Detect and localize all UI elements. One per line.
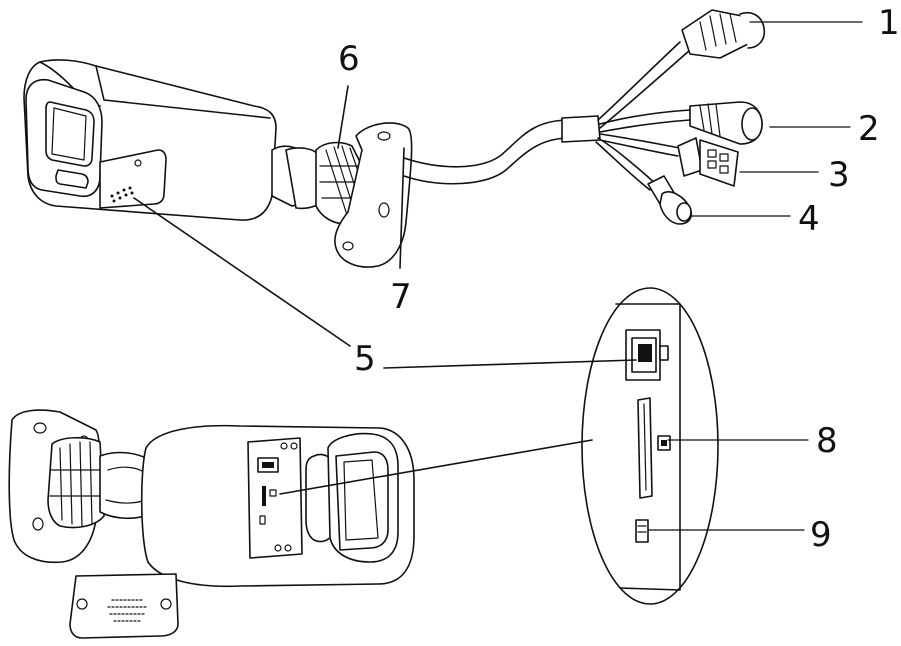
speaker-grill <box>110 159 142 203</box>
callout-1: 1 <box>878 3 900 43</box>
bullet-camera-front-view <box>23 59 413 268</box>
callout-4: 4 <box>798 199 820 239</box>
leader-line-7 <box>399 147 405 269</box>
callout-6: 6 <box>338 39 360 79</box>
network-connector <box>681 9 766 59</box>
terminal-block-connector <box>677 137 739 187</box>
callout-8: 8 <box>816 421 838 461</box>
callout-3: 3 <box>828 155 850 195</box>
power-connector <box>689 101 763 145</box>
leader-line-5b <box>383 359 637 369</box>
cable-harness <box>403 9 766 225</box>
callout-7: 7 <box>390 277 412 317</box>
leader-line-6 <box>337 85 349 149</box>
memory-card-slot <box>637 397 653 499</box>
zoom-detail-panel <box>581 287 719 605</box>
callout-5: 5 <box>354 339 376 379</box>
mounting-base <box>334 122 413 268</box>
detached-cover <box>69 573 179 639</box>
leader-line-5a <box>133 197 351 347</box>
bullet-camera-underside-view <box>8 409 415 588</box>
callout-2: 2 <box>858 109 880 149</box>
network-port <box>625 329 669 381</box>
audio-connector <box>647 175 693 225</box>
callout-9: 9 <box>810 515 832 555</box>
callout-labels: 1 2 3 4 5 6 7 8 9 <box>338 3 900 555</box>
leader-lines <box>133 21 863 531</box>
switch-component <box>635 519 649 543</box>
zoom-connector-line <box>279 439 593 495</box>
reset-button-component <box>657 435 671 451</box>
